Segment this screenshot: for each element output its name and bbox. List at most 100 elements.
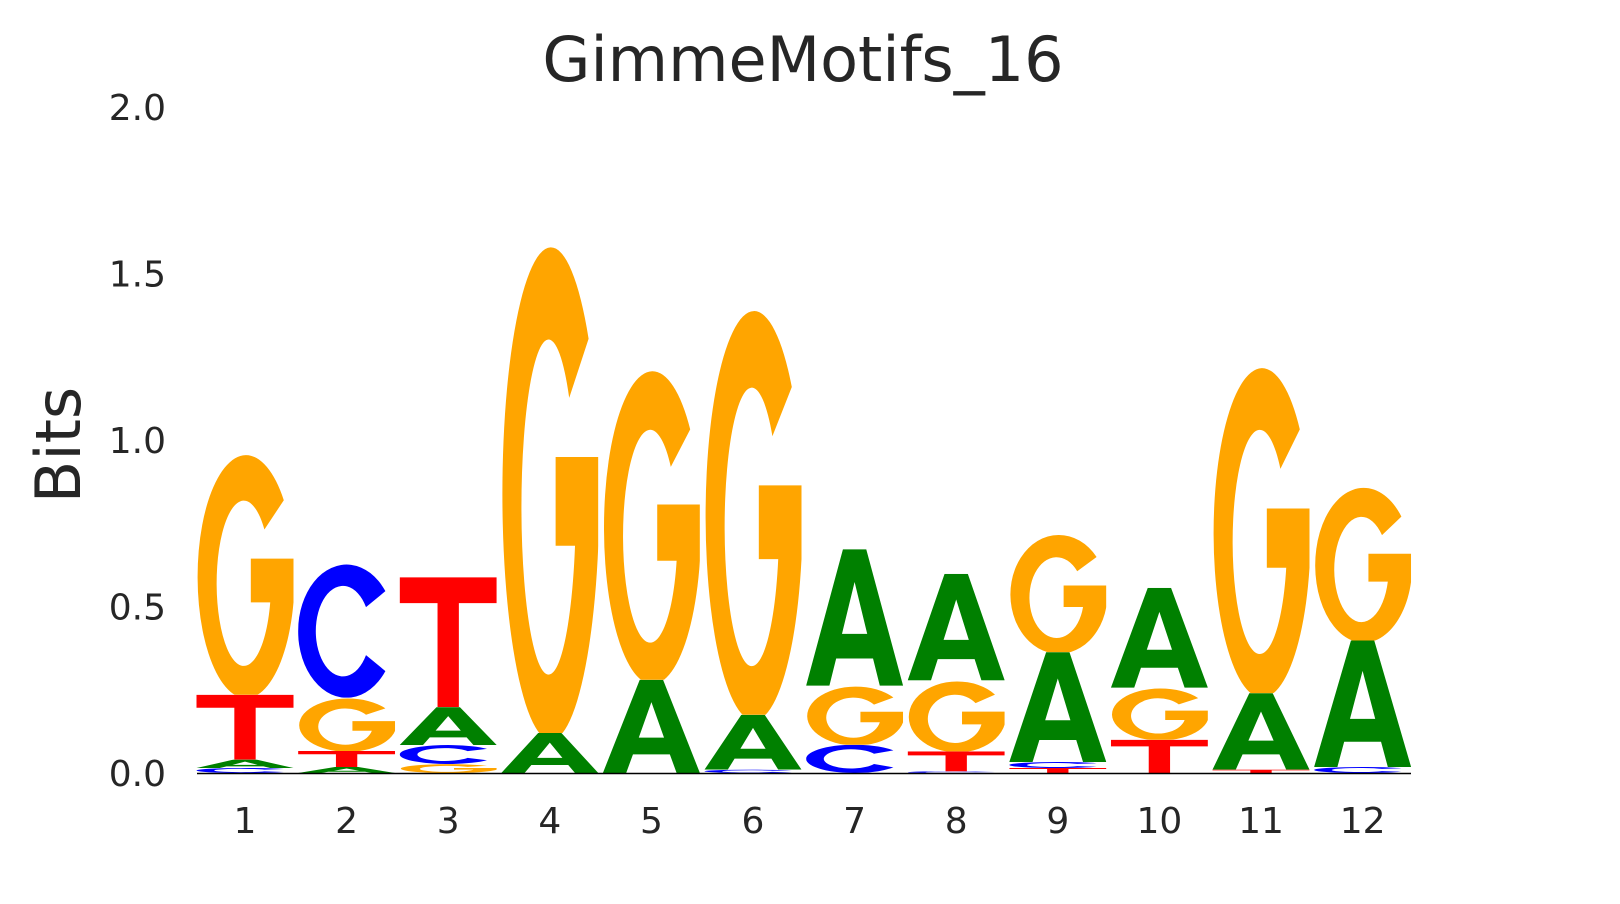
letter-T-glyph [1110, 739, 1208, 773]
letter-T-glyph [399, 577, 497, 708]
y-axis-label: Bits [22, 387, 95, 503]
x-tick-label: 1 [234, 801, 257, 842]
x-tick-label: 6 [742, 801, 765, 842]
letter-G-glyph [603, 371, 700, 680]
letter-C-glyph [196, 768, 284, 773]
letter-A-glyph [196, 759, 294, 769]
letter-G [197, 455, 294, 695]
letter-G [908, 681, 1005, 752]
letter-A [806, 549, 904, 686]
letter-C-glyph [399, 745, 488, 765]
letter-C-glyph [298, 564, 386, 698]
letter-T-glyph [1009, 768, 1107, 774]
x-tick-label: 5 [640, 801, 663, 842]
x-tick-label: 12 [1340, 801, 1386, 842]
letter-T-glyph [298, 751, 396, 768]
letter-A [907, 573, 1005, 681]
y-tick-label: 1.0 [109, 421, 166, 462]
letter-A-glyph [602, 679, 700, 773]
x-tick-label: 3 [437, 801, 460, 842]
y-tick-label: 0.0 [109, 754, 166, 795]
x-tick-label: 10 [1136, 801, 1182, 842]
letter-G [1315, 487, 1412, 641]
letter-A [196, 759, 294, 769]
letter-A [1314, 640, 1412, 768]
letter-A [501, 733, 599, 773]
letter-C-glyph [907, 771, 995, 773]
letter-C [907, 771, 995, 773]
letter-C-glyph [1314, 767, 1402, 773]
letter-A [1212, 693, 1310, 770]
letter-G-glyph [1112, 688, 1208, 740]
letter-A-glyph [1009, 652, 1107, 763]
letter-T [1009, 768, 1107, 774]
x-tick-label: 7 [843, 801, 866, 842]
letter-A-glyph [806, 549, 904, 686]
letter-G [1213, 368, 1310, 694]
letter-G [502, 247, 599, 734]
letter-C-glyph [704, 769, 792, 773]
letter-A [298, 767, 396, 773]
letter-A [602, 679, 700, 773]
letter-G [1010, 534, 1107, 653]
letter-T [298, 751, 396, 768]
letter-G-glyph [705, 311, 802, 715]
letter-T [399, 577, 497, 708]
x-tick-label: 2 [335, 801, 358, 842]
letter-A-glyph [501, 733, 599, 773]
letter-A [704, 714, 802, 770]
letter-G-glyph [502, 247, 599, 734]
letter-G-glyph [1315, 487, 1412, 641]
letter-A-glyph [1110, 587, 1208, 688]
letter-G-glyph [807, 686, 904, 745]
letter-T [1212, 769, 1310, 773]
letter-G [807, 686, 904, 745]
letter-T-glyph [196, 694, 294, 760]
letter-A-glyph [907, 573, 1005, 681]
letter-C [196, 768, 284, 773]
letter-G-glyph [1010, 534, 1107, 653]
letter-A [399, 707, 497, 746]
letter-A [1009, 652, 1107, 763]
letter-G [299, 698, 396, 752]
letter-T [907, 751, 1005, 772]
letter-A-glyph [1314, 640, 1412, 768]
x-tick-label: 4 [538, 801, 561, 842]
letter-C [1009, 762, 1097, 769]
letter-G [603, 371, 700, 680]
letter-G-glyph [299, 698, 396, 752]
letter-C [1314, 767, 1402, 773]
y-tick-label: 0.5 [109, 588, 166, 629]
letter-C [298, 564, 386, 698]
letter-A-glyph [399, 707, 497, 746]
y-tick-label: 2.0 [109, 88, 166, 129]
letter-T-glyph [1212, 769, 1310, 773]
letter-G [1112, 688, 1208, 740]
letter-A-glyph [1212, 693, 1310, 770]
letter-G-glyph [197, 455, 294, 695]
letter-T [196, 694, 294, 760]
letter-C-glyph [1009, 762, 1097, 769]
letter-C [704, 769, 792, 773]
x-tick-label: 11 [1238, 801, 1284, 842]
letter-A-glyph [298, 767, 396, 773]
letter-C-glyph [806, 744, 894, 773]
x-tick-label: 8 [945, 801, 968, 842]
logo-letters [196, 247, 1412, 774]
letter-C [399, 745, 488, 765]
letter-G [705, 311, 802, 715]
x-tick-label: 9 [1046, 801, 1069, 842]
letter-G-glyph [908, 681, 1005, 752]
letter-C [806, 744, 894, 773]
y-tick-label: 1.5 [109, 255, 166, 296]
letter-G [400, 764, 497, 773]
letter-A [1110, 587, 1208, 688]
letter-G-glyph [1213, 368, 1310, 694]
letter-T [1110, 739, 1208, 773]
chart-title: GimmeMotifs_16 [542, 23, 1063, 96]
letter-G-glyph [400, 764, 497, 773]
letter-A-glyph [704, 714, 802, 770]
letter-T-glyph [907, 751, 1005, 772]
